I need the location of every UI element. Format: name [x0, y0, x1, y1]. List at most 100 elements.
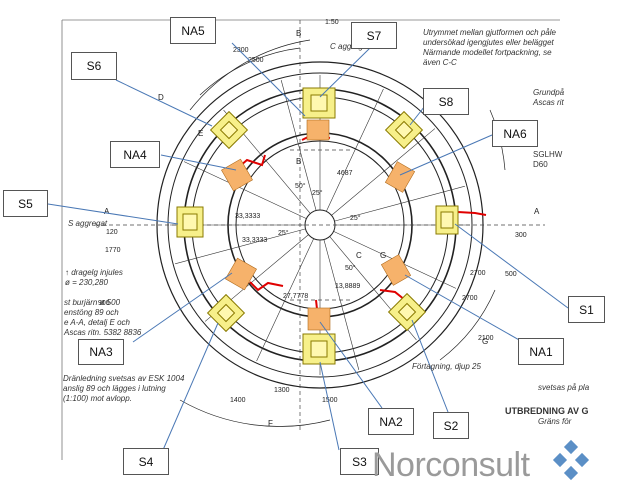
dim-33-3333-a: 33,3333 [235, 213, 260, 220]
dim-2100: 2100 [478, 335, 494, 342]
brand-name: Norconsult [372, 446, 530, 484]
construction-lines [95, 20, 545, 430]
pile-s1 [435, 205, 459, 235]
section-a-right: A [534, 207, 540, 216]
note-grans: Gräns för [538, 417, 572, 426]
dim-2300: 2300 [233, 47, 249, 54]
note-aggregat-left: S aggregat [68, 219, 108, 228]
na4-block [221, 158, 253, 192]
note-line: Närmande modellet fortpackning, se [423, 48, 552, 57]
pile-s8 [384, 110, 424, 150]
note-dranledning: Dränledning svetsas av ESK 1004 anslig 8… [63, 374, 184, 404]
callout-leaders [47, 42, 569, 451]
pile-s2 [387, 292, 427, 332]
note-line: SGLHW [533, 150, 563, 159]
note-line: D60 [533, 160, 548, 169]
note-dragelag: ↑ dragelg injules ø = 230,280 [65, 268, 123, 288]
dim-25-right: 25° [350, 214, 361, 222]
note-svetsas: svetsas på pla [538, 383, 590, 392]
radial-line [175, 228, 306, 265]
scale-text: 1:50 [325, 19, 339, 26]
dim-2700-b: 2700 [462, 295, 478, 302]
dim-1400: 1400 [230, 397, 246, 404]
section-b-top: B [296, 29, 301, 38]
norconsult-diamond-icon [552, 439, 590, 481]
note-line: ø = 230,280 [65, 278, 108, 287]
section-a-left: A [104, 207, 110, 216]
dim-25-left: 25° [278, 229, 289, 237]
note-aggregat-top: C aggregat [330, 42, 370, 51]
pile-s4 [206, 293, 246, 333]
dim-50-bottom: 50° [345, 264, 356, 272]
note-line: enstöng 89 och [64, 308, 119, 317]
na2-block [307, 307, 331, 331]
pile-s5 [176, 206, 204, 238]
dim-1300: 1300 [274, 387, 290, 394]
label-na4: NA4 [110, 141, 160, 168]
pile-s3 [302, 333, 336, 365]
dim-4687: 4687 [337, 170, 353, 177]
pile-s7 [302, 87, 336, 119]
label-na1: NA1 [518, 338, 564, 365]
note-line: st burjärn ø 500 [64, 298, 121, 307]
dim-33-3333-b: 33,3333 [242, 237, 267, 244]
section-g-right: G [482, 337, 488, 346]
section-f: F [268, 419, 273, 428]
note-line: e A-A, detalj E och [64, 318, 130, 327]
note-utbredning: UTBREDNING AV G [505, 406, 589, 416]
na6-block [384, 161, 416, 193]
note-grundplan: Grundpå Ascas rit [533, 88, 564, 108]
label-s5: S5 [3, 190, 48, 217]
note-top-right: Utrymmet mellan gjutformen och påle unde… [423, 28, 556, 68]
pile-caps [176, 87, 459, 365]
note-line: (1:100) mot avlopp. [63, 394, 132, 403]
note-line: Utrymmet mellan gjutformen och påle [423, 28, 556, 37]
na5-block [306, 119, 330, 141]
pile-s6 [209, 110, 249, 150]
note-line: Dränledning svetsas av ESK 1004 [63, 374, 185, 383]
na1-block [380, 254, 412, 286]
dim-50-top: 50° [295, 182, 306, 190]
label-s3: S3 [340, 448, 379, 475]
dimension-texts: 2300 2500 33,3333 33,3333 25° 25° 25° 50… [98, 19, 527, 404]
dim-500: 500 [505, 271, 517, 278]
note-line: Ascas rit [533, 98, 564, 107]
section-e: E [198, 129, 203, 138]
label-s8: S8 [423, 88, 469, 115]
label-s1: S1 [568, 296, 605, 323]
dim-1500: 1500 [322, 397, 338, 404]
dim-27-7778: 27,7778 [283, 293, 308, 300]
note-sglhw: SGLHW D60 [533, 150, 562, 170]
note-line: Ascas ritn. 5382 8836 [64, 328, 142, 337]
label-s4: S4 [123, 448, 169, 475]
note-line: Grundpå [533, 88, 565, 97]
radial-line [256, 238, 314, 362]
label-s6: S6 [71, 52, 117, 80]
note-line: ↑ dragelg injules [65, 268, 123, 277]
radial-line [323, 239, 360, 370]
label-na2: NA2 [368, 408, 414, 435]
label-na3: NA3 [78, 339, 124, 365]
radial-line [280, 80, 317, 211]
norconsult-logo: Norconsult [372, 446, 530, 485]
section-c-mid: C [356, 251, 362, 260]
radial-line [183, 161, 307, 219]
dim-13-8889: 13,8889 [335, 283, 360, 290]
dim-900: 900 [98, 300, 110, 307]
note-fortagning: Förtagning, djup 25 [412, 362, 481, 371]
dim-2700-a: 2700 [470, 270, 486, 277]
note-line: även C-C [423, 58, 457, 67]
label-s7: S7 [351, 22, 397, 49]
na-blocks [221, 119, 416, 331]
radial-line [331, 128, 436, 216]
note-bursjarn: st burjärn ø 500 enstöng 89 och e A-A, d… [64, 298, 141, 338]
section-d: D [158, 93, 164, 102]
dim-1770: 1770 [105, 247, 121, 254]
label-s2: S2 [433, 412, 469, 439]
section-g-mid: G [380, 251, 386, 260]
label-na6: NA6 [492, 120, 538, 147]
label-na5: NA5 [170, 17, 216, 44]
radial-line [326, 88, 384, 212]
